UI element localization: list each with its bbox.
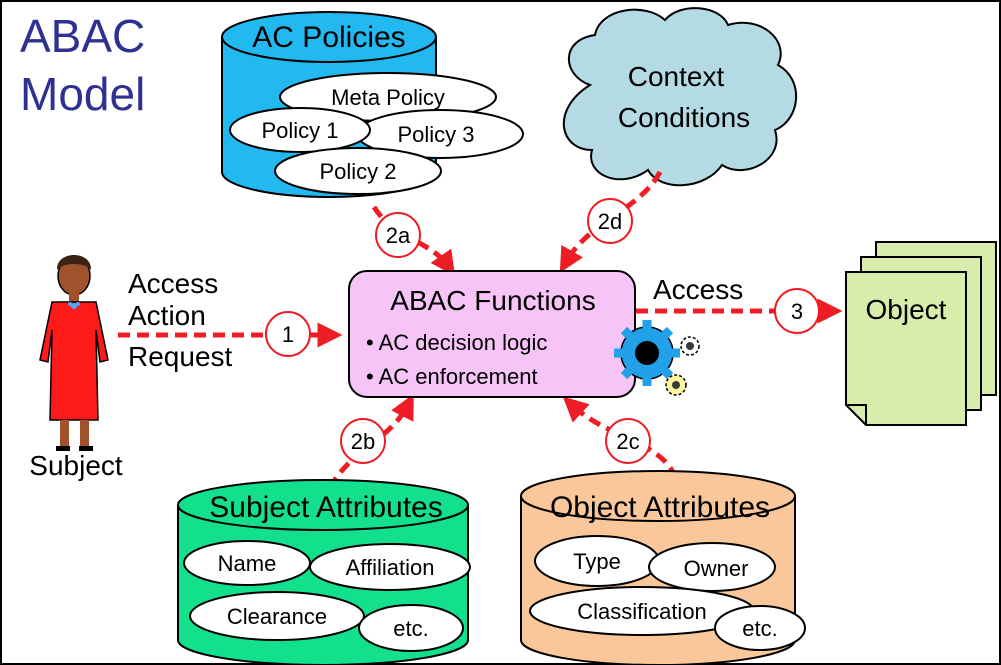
subject-label: Subject — [29, 450, 123, 481]
svg-text:1: 1 — [282, 322, 294, 347]
function-bullet-decision: • AC decision logic — [366, 330, 547, 355]
title-line-2: Model — [20, 68, 145, 120]
svg-text:Policy 2: Policy 2 — [319, 159, 396, 184]
object-label: Object — [866, 294, 947, 325]
step-2c-badge: 2c — [605, 418, 651, 464]
step-2d-badge: 2d — [587, 198, 633, 244]
title-line-1: ABAC — [20, 10, 145, 62]
attribute-type-oval: Type — [534, 535, 660, 587]
yellow-gear-icon — [665, 374, 687, 396]
svg-text:2a: 2a — [386, 223, 411, 248]
step-3-badge: 3 — [774, 288, 820, 334]
svg-text:2b: 2b — [351, 429, 375, 454]
svg-text:etc.: etc. — [742, 616, 777, 641]
policy-2-oval: Policy 2 — [274, 147, 442, 195]
object-document-stack: Object — [845, 241, 997, 426]
subject-attributes-database: Subject Attributes Name Affiliation Clea… — [177, 479, 471, 665]
small-gear-icon — [680, 336, 700, 356]
object-attributes-title: Object Attributes — [550, 491, 770, 524]
access-action-request-label: Access Action Request — [128, 268, 233, 372]
access-label: Access — [653, 274, 743, 305]
attribute-affiliation-oval: Affiliation — [309, 543, 471, 591]
ac-policies-title: AC Policies — [252, 21, 405, 54]
policy-1-oval: Policy 3 — [356, 109, 524, 159]
step-1-badge: 1 — [265, 311, 311, 357]
attribute-classification-oval: Classification — [529, 586, 755, 636]
arrow-step-2a — [371, 205, 456, 277]
svg-text:Owner: Owner — [684, 556, 749, 581]
context-line-1: Context — [628, 61, 725, 92]
svg-text:Name: Name — [218, 551, 277, 576]
context-conditions-cloud: Context Conditions — [562, 7, 797, 187]
attribute-object-etc-oval: etc. — [714, 605, 806, 651]
context-line-2: Conditions — [618, 102, 750, 133]
svg-text:Affiliation: Affiliation — [346, 555, 435, 580]
svg-text:etc.: etc. — [393, 616, 428, 641]
svg-text:Request: Request — [128, 341, 233, 372]
attribute-etc-oval: etc. — [358, 604, 464, 652]
svg-text:2c: 2c — [616, 429, 639, 454]
step-2a-badge: 2a — [375, 212, 421, 258]
object-attributes-database: Object Attributes Type Owner Classificat… — [520, 470, 806, 665]
abac-functions-title: ABAC Functions — [390, 285, 595, 316]
svg-text:2d: 2d — [598, 209, 622, 234]
svg-text:Classification: Classification — [577, 599, 707, 624]
svg-text:Policy 3: Policy 3 — [397, 122, 474, 147]
svg-text:Clearance: Clearance — [227, 604, 327, 629]
svg-text:Policy 1: Policy 1 — [261, 118, 338, 143]
subject-attributes-title: Subject Attributes — [209, 491, 442, 524]
attribute-name-oval: Name — [183, 540, 311, 586]
gear-icon — [614, 320, 680, 386]
slide-title: ABAC Model — [20, 10, 145, 120]
svg-text:Type: Type — [573, 549, 621, 574]
attribute-clearance-oval: Clearance — [189, 591, 365, 641]
attribute-owner-oval: Owner — [648, 542, 776, 592]
policy-3-oval: Policy 1 — [229, 107, 371, 153]
svg-text:3: 3 — [791, 299, 803, 324]
function-bullet-enforcement: • AC enforcement — [366, 364, 538, 389]
step-2b-badge: 2b — [340, 418, 386, 464]
svg-text:Meta Policy: Meta Policy — [331, 85, 445, 110]
abac-functions-box: ABAC Functions • AC decision logic • AC … — [348, 270, 636, 398]
svg-text:Access: Access — [128, 268, 218, 299]
subject-person-icon — [39, 255, 109, 451]
svg-text:Action: Action — [128, 300, 206, 331]
ac-policies-database: AC Policies Meta Policy Policy 3 Policy … — [221, 11, 524, 198]
